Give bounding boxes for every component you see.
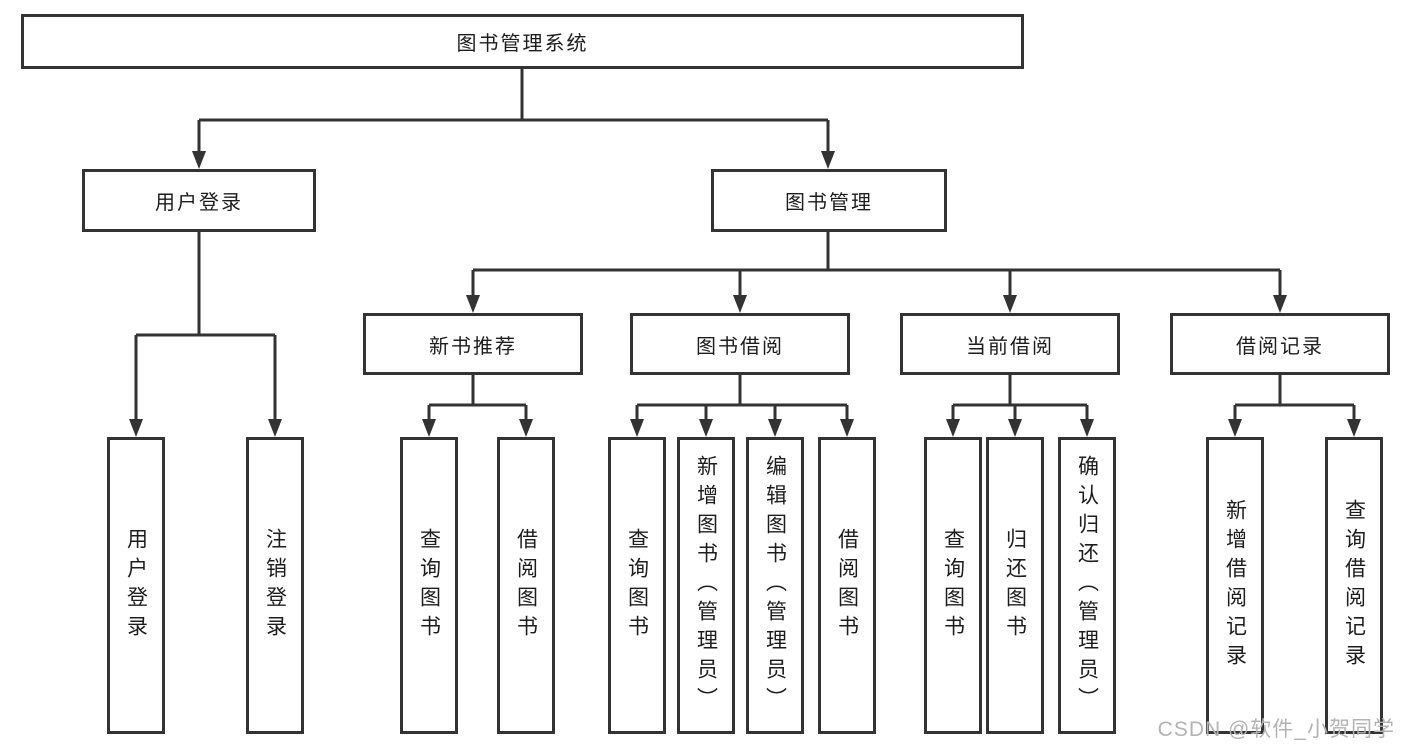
node-user-login-label: 用户登录 — [155, 192, 243, 214]
leaf-borrow-books-recommend-label: 借阅图书 — [514, 527, 538, 644]
node-current-borrow-label: 当前借阅 — [966, 335, 1054, 358]
leaf-user-login-label: 用户登录 — [124, 527, 148, 644]
node-book-management: 图书管理 — [711, 169, 947, 232]
leaf-return-book: 归还图书 — [986, 437, 1044, 734]
node-new-book-recommend: 新书推荐 — [363, 313, 583, 375]
leaf-add-borrow-record-label: 新增借阅记录 — [1223, 498, 1247, 673]
leaf-borrow-books-recommend: 借阅图书 — [497, 437, 555, 734]
leaf-edit-book-admin: 编辑图书（管理员） — [746, 437, 804, 734]
node-borrow-records-label: 借阅记录 — [1236, 335, 1324, 358]
leaf-query-books-borrow-label: 查询图书 — [625, 527, 649, 644]
leaf-borrow-books: 借阅图书 — [818, 437, 876, 734]
leaf-logout-label: 注销登录 — [263, 527, 287, 644]
leaf-user-login: 用户登录 — [107, 437, 165, 734]
node-root: 图书管理系统 — [21, 14, 1024, 69]
node-book-management-label: 图书管理 — [785, 192, 873, 214]
node-current-borrow: 当前借阅 — [900, 313, 1120, 375]
leaf-query-borrow-record-label: 查询借阅记录 — [1342, 498, 1366, 673]
leaf-return-book-label: 归还图书 — [1003, 527, 1027, 644]
leaf-query-borrow-record: 查询借阅记录 — [1325, 437, 1383, 734]
leaf-query-books-recommend: 查询图书 — [400, 437, 458, 734]
leaf-edit-book-admin-label: 编辑图书（管理员） — [763, 455, 787, 716]
leaf-borrow-books-label: 借阅图书 — [835, 527, 859, 644]
csdn-watermark: CSDN @软件_小贺同学 — [1157, 718, 1395, 741]
leaf-query-books-recommend-label: 查询图书 — [417, 527, 441, 644]
arrow-heads — [129, 151, 1361, 437]
leaf-query-books-current: 查询图书 — [924, 437, 982, 734]
node-borrow-records: 借阅记录 — [1170, 313, 1390, 375]
node-book-borrow: 图书借阅 — [630, 313, 850, 375]
node-new-book-recommend-label: 新书推荐 — [429, 335, 517, 358]
leaf-add-book-admin: 新增图书（管理员） — [677, 437, 735, 734]
node-root-label: 图书管理系统 — [456, 33, 589, 55]
leaf-query-books-borrow: 查询图书 — [608, 437, 666, 734]
leaf-confirm-return-admin-label: 确认归还（管理员） — [1075, 455, 1099, 716]
node-user-login: 用户登录 — [82, 169, 316, 232]
leaf-confirm-return-admin: 确认归还（管理员） — [1058, 437, 1116, 734]
leaf-query-books-current-label: 查询图书 — [941, 527, 965, 644]
node-book-borrow-label: 图书借阅 — [696, 335, 784, 358]
leaf-add-book-admin-label: 新增图书（管理员） — [694, 455, 718, 716]
leaf-add-borrow-record: 新增借阅记录 — [1206, 437, 1264, 734]
leaf-logout: 注销登录 — [246, 437, 304, 734]
